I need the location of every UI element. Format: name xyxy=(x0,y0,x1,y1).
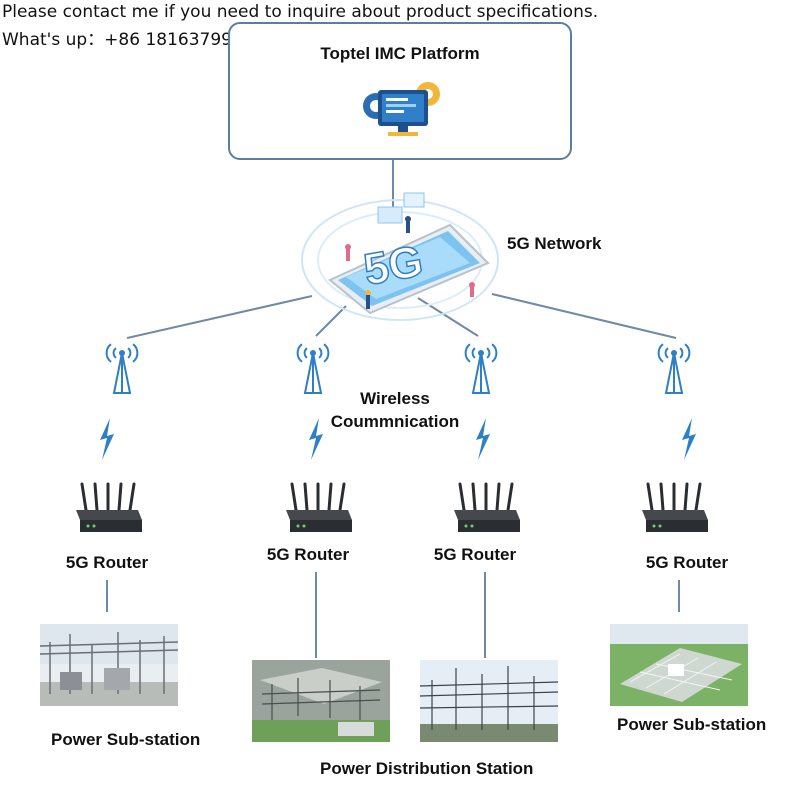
router-label-4: 5G Router xyxy=(645,553,729,572)
link-tower-4 xyxy=(491,293,677,339)
antenna-tower-icon xyxy=(464,343,498,394)
contact-line-1: Please contact me if you need to inquire… xyxy=(2,2,599,22)
platform-title: Toptel IMC Platform xyxy=(320,44,480,63)
lightning-bolt-icon xyxy=(682,418,696,460)
5g-phone-illustration: 5G xyxy=(301,192,499,321)
distribution-photo-right xyxy=(420,660,558,742)
router-label-2: 5G Router xyxy=(266,545,350,564)
lightning-bolt-icon xyxy=(476,418,490,460)
router-label-1: 5G Router xyxy=(65,553,149,572)
router-icon xyxy=(642,482,708,532)
contact-line-2: What's up：+86 18163799242 xyxy=(2,30,265,50)
station-label-distribution: Power Distribution Station xyxy=(320,759,534,778)
distribution-photo-left xyxy=(252,660,390,742)
network-label: 5G Network xyxy=(507,234,602,253)
platform-box: Toptel IMC Platform xyxy=(228,22,572,160)
5g-badge: 5G xyxy=(360,236,426,294)
link-tower-1 xyxy=(126,295,313,339)
router-icon xyxy=(286,482,352,532)
substation-photo-right xyxy=(610,624,748,706)
router-icon xyxy=(76,482,142,532)
antenna-tower-icon xyxy=(296,343,330,394)
antenna-tower-icon xyxy=(105,343,139,394)
station-label-left: Power Sub-station xyxy=(51,730,201,749)
lightning-bolt-icon xyxy=(309,418,323,460)
lightning-bolt-icon xyxy=(100,418,114,460)
substation-photo-left xyxy=(40,624,178,706)
station-label-right: Power Sub-station xyxy=(617,715,767,734)
link-tower-2 xyxy=(315,305,347,337)
wireless-label-line1: Wireless xyxy=(360,389,430,408)
router-label-3: 5G Router xyxy=(433,545,517,564)
router-icon xyxy=(454,482,520,532)
monitor-gear-icon xyxy=(363,82,440,136)
wireless-label-line2: Coummnication xyxy=(330,412,460,431)
antenna-tower-icon xyxy=(657,343,691,394)
